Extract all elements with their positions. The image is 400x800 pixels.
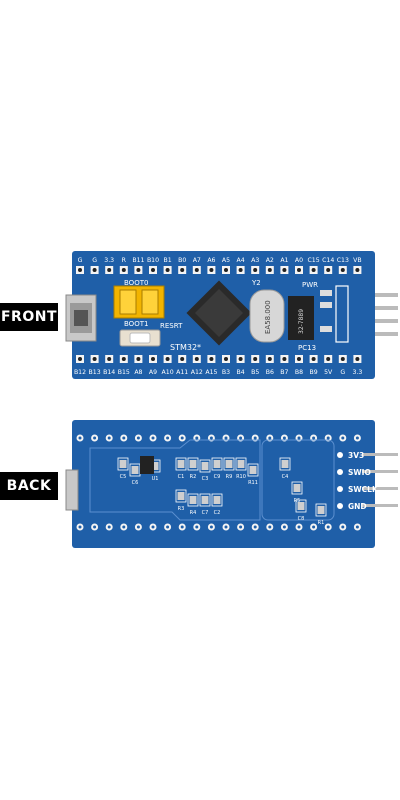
top-pin-label: G xyxy=(78,257,83,264)
bottom-pin-label: 5V xyxy=(324,369,333,376)
bottom-pin-label: B8 xyxy=(295,369,303,376)
top-pin-label: B0 xyxy=(178,257,186,264)
top-pin-label: VB xyxy=(353,257,361,264)
swd-header-pins xyxy=(362,453,398,507)
bottom-pin-label: G xyxy=(340,369,345,376)
component-label: R11 xyxy=(248,480,258,486)
component-label: R1 xyxy=(318,520,325,526)
top-pin-label: A0 xyxy=(295,257,303,264)
bottom-pin-label: B9 xyxy=(310,369,318,376)
swd-pad xyxy=(337,503,343,509)
top-pin-label: G xyxy=(92,257,97,264)
top-pin-label: C14 xyxy=(322,257,334,264)
swd-label: 3V3 xyxy=(348,451,364,460)
top-pin-label: A3 xyxy=(251,257,259,264)
top-pin-label: A1 xyxy=(280,257,288,264)
bottom-pin-label: B4 xyxy=(237,369,245,376)
swd-label: GND xyxy=(348,502,367,511)
pc13-label: PC13 xyxy=(298,344,316,352)
bottom-pin-label: 3.3 xyxy=(352,369,362,376)
component-label: C4 xyxy=(282,474,289,480)
stm32-chip xyxy=(186,280,252,346)
bottom-pin-label: B3 xyxy=(222,369,230,376)
front-label: FRONT xyxy=(0,303,58,331)
back-ic xyxy=(140,456,154,474)
bottom-pin-label: B6 xyxy=(266,369,274,376)
top-pin-label: C13 xyxy=(337,257,349,264)
component-label: R10 xyxy=(236,474,246,480)
crystal-mark-label: Y2 xyxy=(251,279,261,287)
bottom-pin-label: B13 xyxy=(89,369,101,376)
component-label: U1 xyxy=(152,476,159,482)
bottom-pin-label: B5 xyxy=(251,369,259,376)
top-pin-label: B10 xyxy=(147,257,159,264)
component-label: R5 xyxy=(294,498,301,504)
pwr-label: PWR xyxy=(302,281,318,289)
back-bottom-pin-holes xyxy=(76,523,361,531)
component-label: C1 xyxy=(178,474,185,480)
boot0-label: BOOT0 xyxy=(124,279,148,287)
bottom-pin-label: B15 xyxy=(118,369,130,376)
component-label: C3 xyxy=(202,476,209,482)
swd-pad xyxy=(337,452,343,458)
bottom-pin-label: B7 xyxy=(280,369,288,376)
boot1-label: BOOT1 xyxy=(124,320,148,328)
component-label: C7 xyxy=(202,510,209,516)
bottom-pin-label: A8 xyxy=(134,369,142,376)
front-bottom-pin-holes xyxy=(76,355,362,363)
front-top-pin-holes xyxy=(76,266,362,274)
boot-jumper-block[interactable] xyxy=(113,285,165,319)
component-label: C2 xyxy=(214,510,221,516)
reset-button[interactable] xyxy=(119,329,161,347)
top-pin-label: B11 xyxy=(132,257,144,264)
crystal-text: EA58.000 xyxy=(264,300,272,334)
bottom-pin-label: A15 xyxy=(205,369,217,376)
component-label: R9 xyxy=(226,474,233,480)
top-pin-label: A2 xyxy=(266,257,274,264)
ic-text: 32-7889 xyxy=(298,309,305,334)
top-pin-label: A6 xyxy=(207,257,215,264)
top-pin-label: R xyxy=(122,257,127,264)
swd-pad xyxy=(337,486,343,492)
top-pin-label: A4 xyxy=(237,257,245,264)
bottom-pin-label: A12 xyxy=(191,369,203,376)
bottom-pin-label: A9 xyxy=(149,369,157,376)
top-pin-label: 3.3 xyxy=(104,257,114,264)
bottom-pin-label: B14 xyxy=(103,369,115,376)
bottom-pin-label: A10 xyxy=(162,369,174,376)
swd-label: SWIO xyxy=(348,468,371,477)
top-pin-label: B1 xyxy=(164,257,172,264)
swd-label: SWCLK xyxy=(348,485,379,494)
reset-label: RESRT xyxy=(160,322,183,330)
bottom-pin-label: B12 xyxy=(74,369,86,376)
top-pin-label: A7 xyxy=(193,257,201,264)
component-label: C5 xyxy=(120,474,127,480)
component-label: C8 xyxy=(298,516,305,522)
bottom-pin-label: A11 xyxy=(176,369,188,376)
component-label: R4 xyxy=(190,510,197,516)
top-pin-label: C15 xyxy=(307,257,319,264)
component-label: R2 xyxy=(190,474,197,480)
component-label: R3 xyxy=(178,506,185,512)
component-label: C6 xyxy=(132,480,139,486)
micro-usb-port xyxy=(65,294,97,342)
top-pin-label: A5 xyxy=(222,257,230,264)
back-pcb xyxy=(72,420,375,548)
crystal xyxy=(249,289,285,343)
chip-label: STM32* xyxy=(170,343,201,352)
regulator-chip xyxy=(288,296,314,340)
component-label: C9 xyxy=(214,474,221,480)
back-label: BACK xyxy=(0,472,58,500)
swd-pad xyxy=(337,469,343,475)
